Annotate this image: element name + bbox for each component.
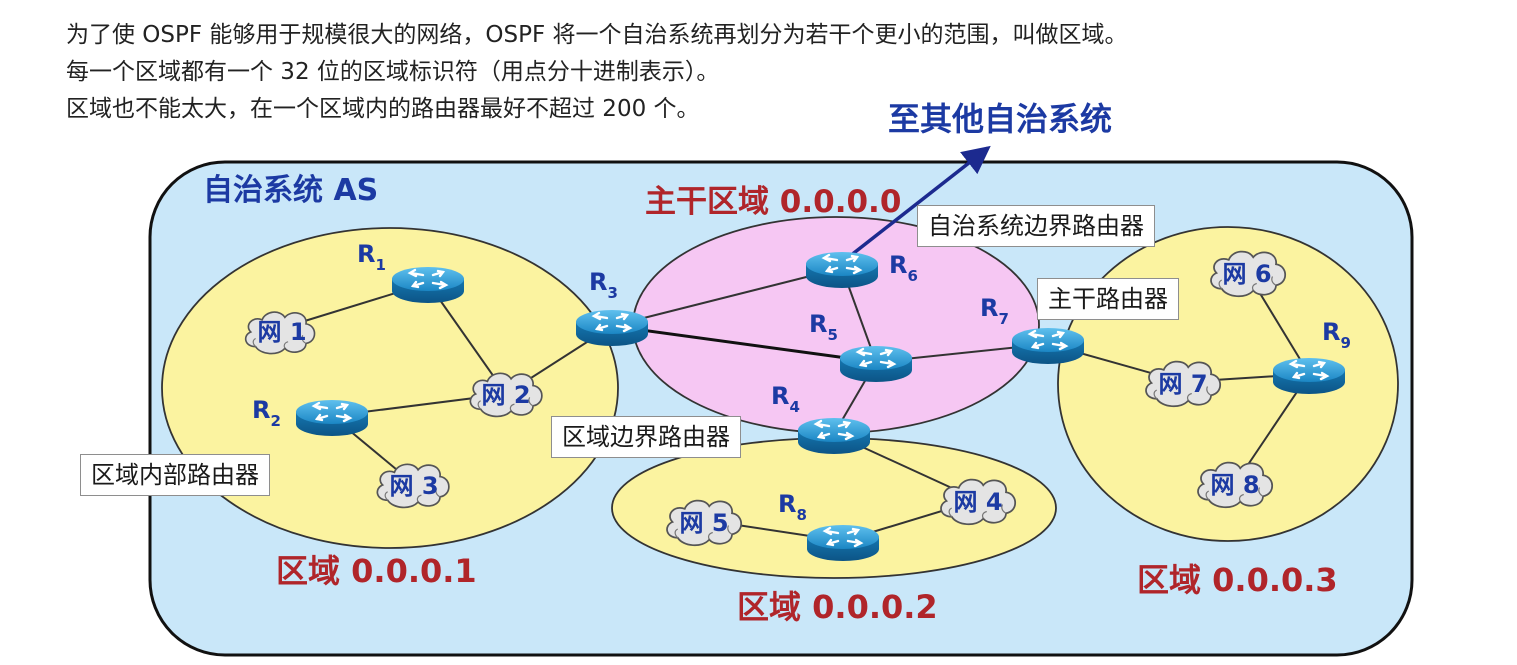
callout-as-boundary-router: 自治系统边界路由器 [917, 205, 1155, 247]
network-n2: 网 2 [469, 372, 543, 418]
network-label: 网 3 [389, 472, 438, 500]
router-r9-icon [1271, 356, 1347, 395]
router-r3-icon [574, 308, 650, 347]
router-r6-icon [804, 250, 880, 289]
network-n6: 网 6 [1210, 250, 1287, 298]
area-0002-label: 区域 0.0.0.2 [737, 588, 938, 626]
callout-internal-router: 区域内部路由器 [80, 454, 270, 496]
area-0001-label: 区域 0.0.0.1 [276, 552, 477, 590]
intro-line-3: 区域也不能太大，在一个区域内的路由器最好不超过 200 个。 [66, 96, 700, 122]
as-title: 自治系统 AS [203, 173, 378, 208]
network-label: 网 5 [679, 509, 728, 537]
backbone-area-region [632, 216, 1040, 434]
intro-line-1: 为了使 OSPF 能够用于规模很大的网络，OSPF 将一个自治系统再划分为若干个… [66, 22, 1128, 48]
router-r1-label: R1 [357, 240, 386, 274]
to-other-as-arrow [848, 145, 991, 258]
network-label: 网 8 [1210, 471, 1259, 499]
network-n3: 网 3 [376, 463, 450, 509]
router-r6-label: R6 [889, 251, 918, 285]
network-n4: 网 4 [940, 478, 1017, 526]
network-n1: 网 1 [244, 311, 316, 355]
network-label: 网 2 [481, 381, 530, 409]
backbone-area-title: 主干区域 0.0.0.0 [645, 184, 901, 220]
router-labels: R1 R2 R3 R4 R5 R6 R7 R8 R9 [252, 240, 1351, 524]
network-label: 网 4 [953, 488, 1002, 516]
to-other-as-label: 至其他自治系统 [888, 100, 1112, 138]
router-r4-icon [796, 416, 872, 455]
intro-line-2: 每一个区域都有一个 32 位的区域标识符（用点分十进制表示）。 [66, 59, 720, 85]
link-r3-r6 [611, 267, 843, 327]
network-n8: 网 8 [1197, 461, 1274, 509]
router-r9-label: R9 [1322, 318, 1351, 352]
router-r3-label: R3 [589, 268, 618, 302]
router-r4-label: R4 [771, 382, 800, 416]
router-r8-label: R8 [778, 490, 807, 524]
router-r2-label: R2 [252, 396, 281, 430]
network-label: 网 6 [1222, 260, 1271, 288]
router-r5-icon [838, 344, 914, 383]
network-n7: 网 7 [1145, 360, 1222, 408]
router-r7-label: R7 [980, 294, 1009, 328]
area-0003-label: 区域 0.0.0.3 [1137, 561, 1338, 599]
callout-area-border-router: 区域边界路由器 [551, 416, 741, 458]
router-r1-icon [390, 265, 466, 304]
network-label: 网 1 [257, 318, 306, 346]
router-r7-icon [1010, 326, 1086, 365]
router-r5-label: R5 [809, 310, 838, 344]
callout-backbone-router: 主干路由器 [1037, 278, 1179, 320]
router-r2-icon [294, 398, 370, 437]
network-label: 网 7 [1158, 370, 1207, 398]
network-n5: 网 5 [666, 499, 743, 547]
area-0001-region [161, 227, 619, 549]
router-r8-icon [805, 523, 881, 562]
link-r3-r5 [611, 324, 877, 364]
